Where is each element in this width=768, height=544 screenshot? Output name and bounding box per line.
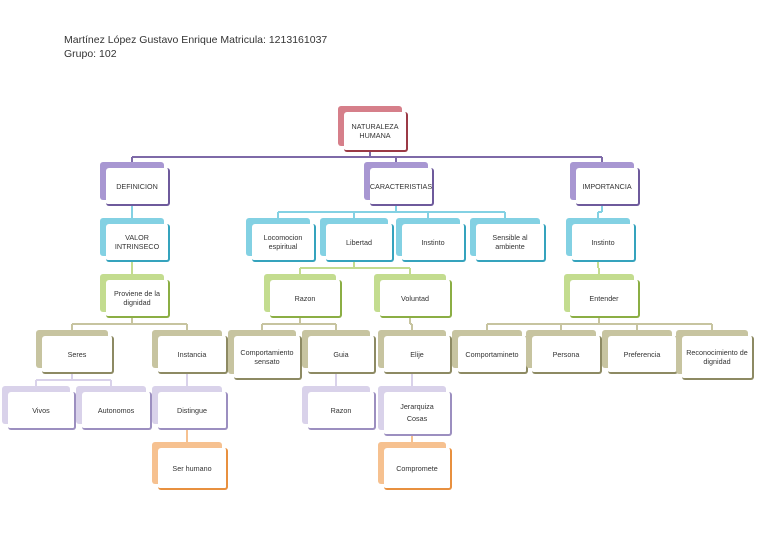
node-valor: VALOR INTRINSECO xyxy=(100,218,170,262)
author-line: Martínez López Gustavo Enrique Matricula… xyxy=(64,34,328,46)
node-label: CARACTERISTIAS xyxy=(369,181,433,191)
node-instinto-c: Instinto xyxy=(396,218,466,262)
node-label: NATURALEZA HUMANA xyxy=(351,122,399,140)
node-label: Ser humano xyxy=(172,463,212,473)
node-label: Instinto xyxy=(591,237,615,247)
node-preferencia: Preferencia xyxy=(602,330,678,374)
node-distingue: Distingue xyxy=(152,386,228,430)
node-reconocimiento: Reconocimiento de dignidad xyxy=(676,330,754,380)
node-label: Instancia xyxy=(177,349,207,359)
node-label: IMPORTANCIA xyxy=(582,181,632,191)
node-root: NATURALEZA HUMANA xyxy=(338,106,408,152)
node-label: Vivos xyxy=(32,405,50,415)
node-label: Reconocimiento de dignidad xyxy=(686,348,748,366)
node-label: DEFINICION xyxy=(116,181,158,191)
node-label: Razon xyxy=(330,405,352,415)
node-proviene: Proviene de la dignidad xyxy=(100,274,170,318)
node-elije: Elije xyxy=(378,330,452,374)
node-definicion: DEFINICION xyxy=(100,162,170,206)
node-razon: Razon xyxy=(264,274,342,318)
node-sensible: Sensible al ambiente xyxy=(470,218,546,262)
node-ser-humano: Ser humano xyxy=(152,442,228,490)
node-seres: Seres xyxy=(36,330,114,374)
node-comportamiento-s: Comportamiento sensato xyxy=(228,330,302,380)
node-label: Voluntad xyxy=(401,293,429,303)
node-persona: Persona xyxy=(526,330,602,374)
node-compromete: Compromete xyxy=(378,442,452,490)
group-line: Grupo: 102 xyxy=(64,48,117,60)
node-label: Preferencia xyxy=(623,349,661,359)
document-header: Martínez López Gustavo Enrique Matricula… xyxy=(64,33,327,61)
node-libertad: Libertad xyxy=(320,218,394,262)
node-label: Razon xyxy=(294,293,316,303)
node-label: VALOR INTRINSECO xyxy=(114,233,160,251)
node-label: Instinto xyxy=(421,237,445,247)
node-instancia: Instancia xyxy=(152,330,228,374)
node-label: Guia xyxy=(333,349,349,359)
node-label: Entender xyxy=(589,293,619,303)
node-label: Distingue xyxy=(177,405,207,415)
node-razon2: Razon xyxy=(302,386,376,430)
node-voluntad: Voluntad xyxy=(374,274,452,318)
node-label: Comportamineto xyxy=(465,349,519,359)
node-caracteristicas: CARACTERISTIAS xyxy=(364,162,434,206)
node-label: Compromete xyxy=(396,463,438,473)
node-label: Persona xyxy=(552,349,580,359)
node-label: Sensible al ambiente xyxy=(492,233,528,251)
node-label: Libertad xyxy=(346,237,372,247)
node-label: Locomocion espiritual xyxy=(263,233,303,251)
node-label: Elije xyxy=(410,349,424,359)
node-label: Comportamiento sensato xyxy=(240,348,294,366)
node-label: Seres xyxy=(67,349,87,359)
node-label: Jerarquiza xyxy=(400,402,434,411)
node-entender: Entender xyxy=(564,274,640,318)
node-label: Cosas xyxy=(406,414,428,423)
node-importancia: IMPORTANCIA xyxy=(570,162,640,206)
node-label: Autonomos xyxy=(97,405,135,415)
node-instinto-i: Instinto xyxy=(566,218,636,262)
node-label: Proviene de la dignidad xyxy=(114,289,160,307)
node-autonomos: Autonomos xyxy=(76,386,152,430)
node-locomocion: Locomocion espiritual xyxy=(246,218,316,262)
node-comportamiento-i: Comportamineto xyxy=(452,330,528,374)
node-guia: Guia xyxy=(302,330,376,374)
node-vivos: Vivos xyxy=(2,386,76,430)
